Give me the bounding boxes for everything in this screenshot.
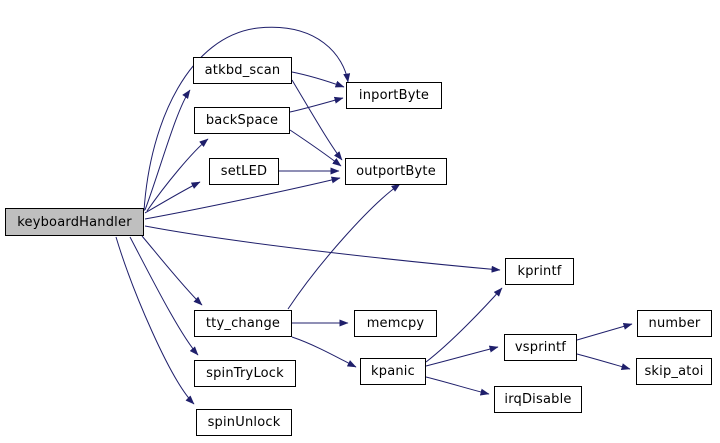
node-label: spinTryLock <box>206 366 284 381</box>
call-edge-tty_change-to-outportByte <box>287 183 401 310</box>
call-edge-atkbd_scan-to-outportByte <box>291 79 343 161</box>
call-edge-keyboardHandler-to-backSpace <box>146 138 209 212</box>
node-backSpace[interactable]: backSpace <box>194 107 290 134</box>
node-label: skip_atoi <box>644 364 704 379</box>
node-label: atkbd_scan <box>204 63 281 78</box>
call-edge-keyboardHandler-to-inportByte <box>143 26 351 212</box>
node-vsprintf[interactable]: vsprintf <box>504 334 577 361</box>
node-memcpy[interactable]: memcpy <box>354 310 437 337</box>
call-edge-keyboardHandler-to-setLED <box>144 181 201 214</box>
node-label: spinUnlock <box>207 415 281 430</box>
call-edge-atkbd_scan-to-inportByte <box>291 71 345 88</box>
node-label: inportByte <box>358 88 430 103</box>
node-setLED[interactable]: setLED <box>209 158 279 185</box>
node-outportByte[interactable]: outportByte <box>345 158 447 185</box>
call-edge-vsprintf-to-skip_atoi <box>576 353 631 371</box>
node-label: vsprintf <box>514 340 567 355</box>
call-edge-kpanic-to-irqDisable <box>425 376 490 396</box>
node-atkbd_scan[interactable]: atkbd_scan <box>193 57 292 84</box>
node-kpanic[interactable]: kpanic <box>360 358 426 385</box>
node-spinUnlock[interactable]: spinUnlock <box>196 409 292 436</box>
call-edge-keyboardHandler-to-atkbd_scan <box>144 89 191 211</box>
node-skip_atoi[interactable]: skip_atoi <box>636 358 712 385</box>
node-irqDisable[interactable]: irqDisable <box>494 386 582 413</box>
call-edge-keyboardHandler-to-spinUnlock <box>115 236 195 405</box>
node-label: backSpace <box>205 113 279 128</box>
call-edge-tty_change-to-kpanic <box>291 336 357 368</box>
call-edge-vsprintf-to-number <box>576 322 633 341</box>
node-kprintf[interactable]: kprintf <box>505 258 574 285</box>
node-label: outportByte <box>356 164 436 179</box>
call-edge-keyboardHandler-to-spinTryLock <box>129 236 199 356</box>
call-edges <box>115 26 633 405</box>
node-label: irqDisable <box>504 392 572 407</box>
node-label: kprintf <box>517 264 562 279</box>
node-tty_change[interactable]: tty_change <box>194 310 292 337</box>
call-edge-kpanic-to-vsprintf <box>425 345 499 367</box>
node-label: keyboardHandler <box>17 214 132 230</box>
node-label: setLED <box>220 164 268 179</box>
node-number[interactable]: number <box>637 310 712 337</box>
node-label: tty_change <box>205 316 281 331</box>
node-label: memcpy <box>366 316 425 331</box>
call-edge-backSpace-to-outportByte <box>289 129 342 167</box>
call-edge-keyboardHandler-to-outportByte <box>144 176 341 220</box>
call-edge-keyboardHandler-to-kprintf <box>144 225 501 273</box>
node-label: number <box>648 316 701 331</box>
call-edge-keyboardHandler-to-tty_change <box>141 235 203 306</box>
node-inportByte[interactable]: inportByte <box>346 82 442 109</box>
node-label: kpanic <box>371 364 415 379</box>
call-edge-backSpace-to-inportByte <box>289 96 344 113</box>
call-edge-kpanic-to-kprintf <box>425 287 503 363</box>
node-spinTryLock[interactable]: spinTryLock <box>194 360 296 387</box>
node-keyboardHandler[interactable]: keyboardHandler <box>5 208 144 236</box>
